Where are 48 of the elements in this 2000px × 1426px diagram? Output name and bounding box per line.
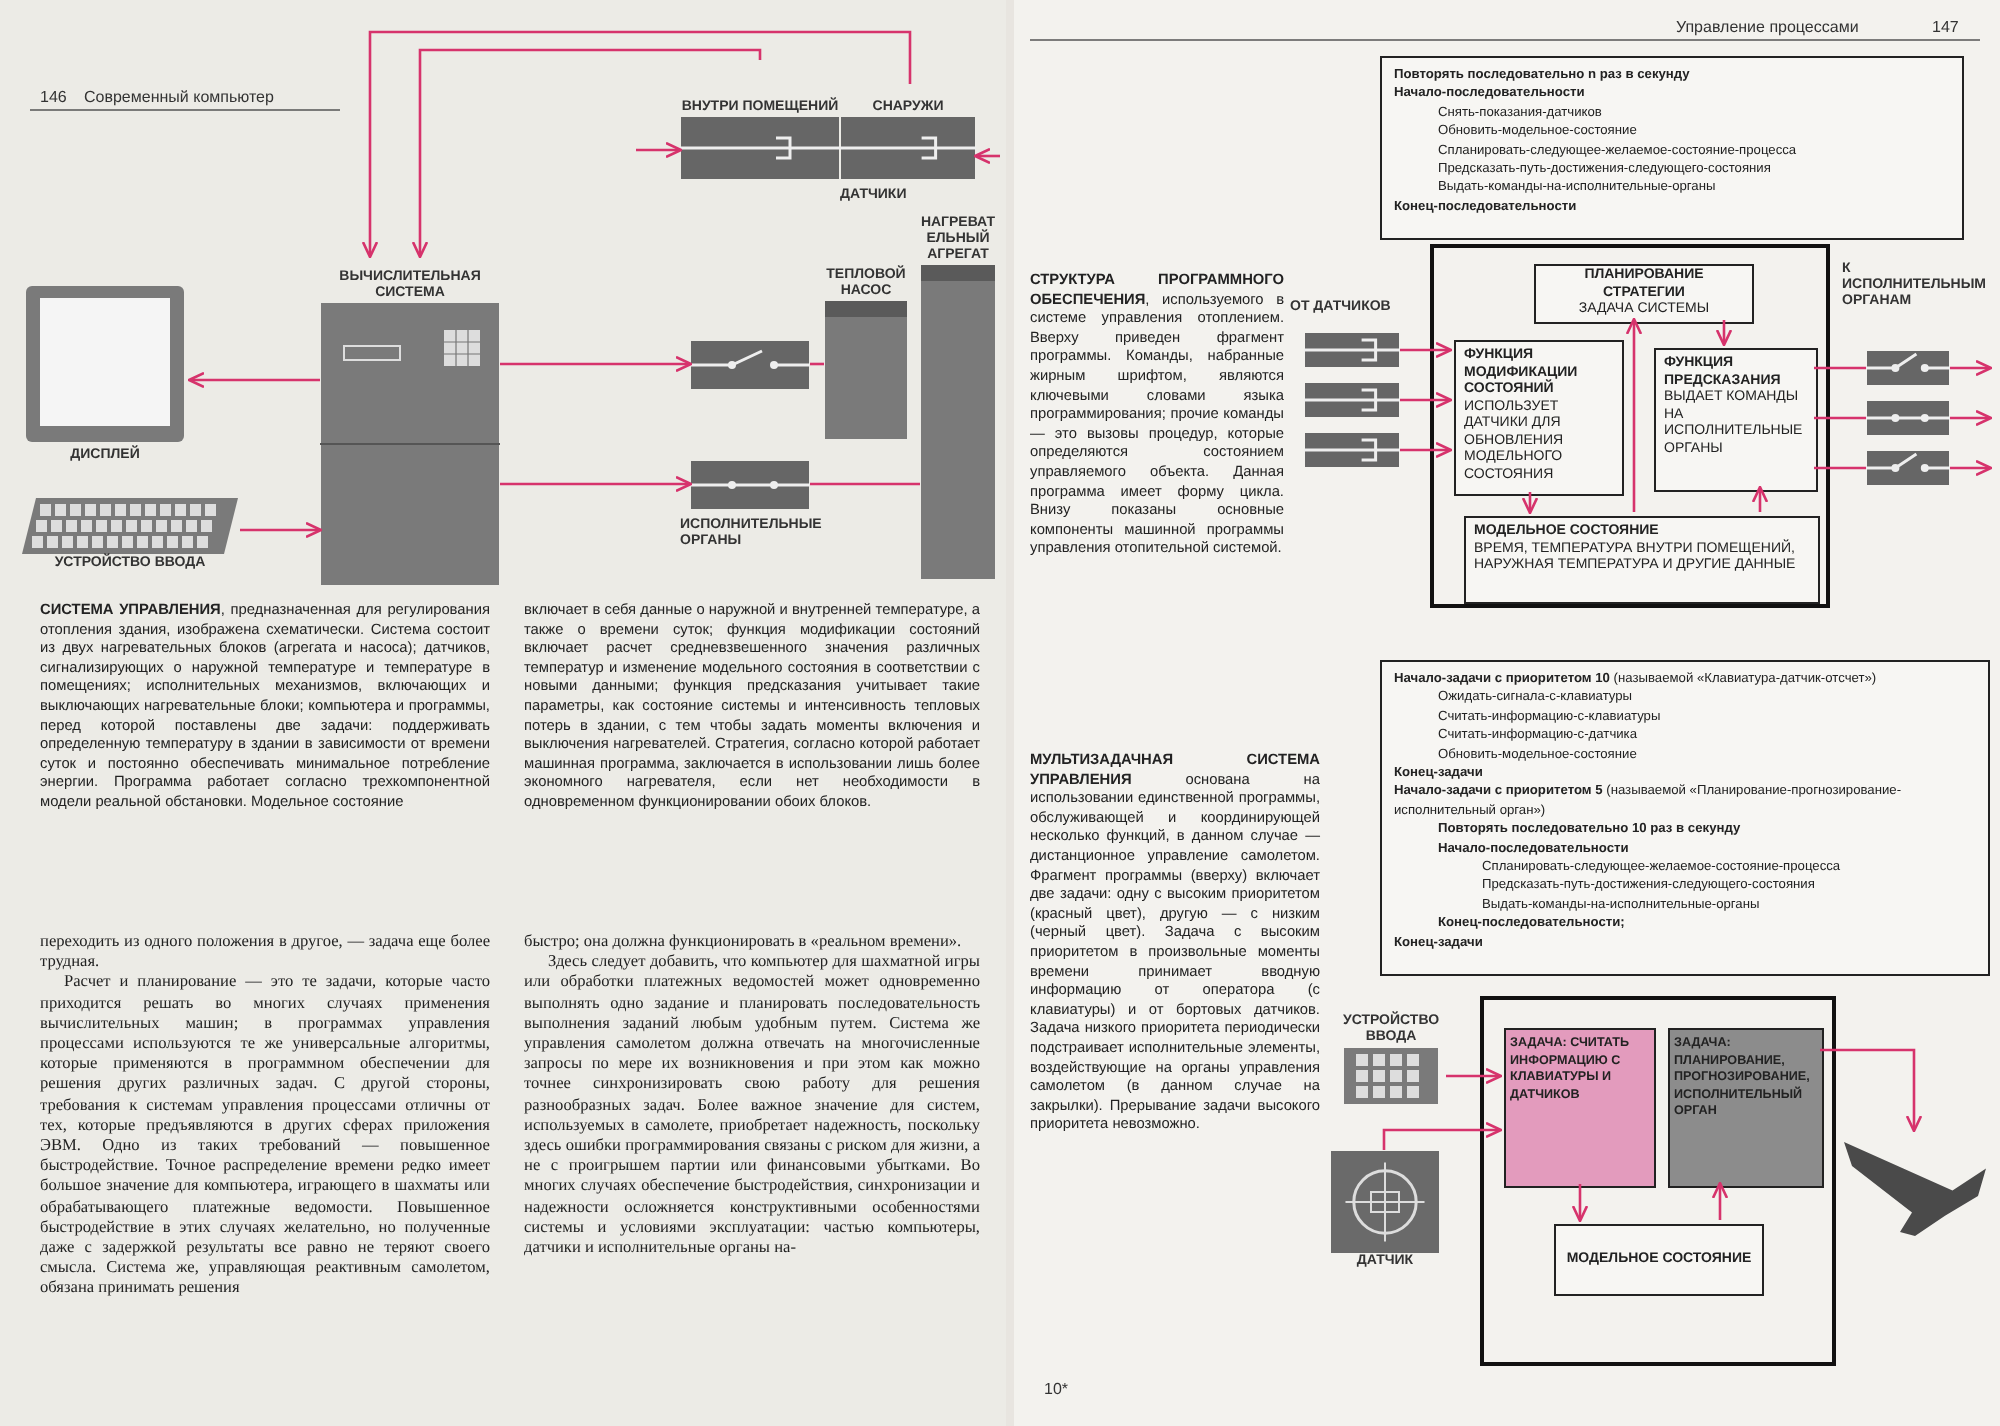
body-paragraph: переходить из одного положения в другое, — задача еще более трудная. (40, 932, 490, 973)
arrow (1751, 485, 1769, 512)
process-box (1534, 264, 1754, 324)
connector-line (1814, 466, 1866, 470)
arrow (973, 147, 1000, 165)
page-number: 147 (1932, 18, 1959, 36)
arrow (1625, 317, 1643, 512)
arrow (1382, 1121, 1503, 1150)
arrow (187, 371, 320, 389)
arrow (1715, 320, 1733, 347)
connector-line (1814, 416, 1866, 420)
arrow (500, 355, 693, 373)
code-listing-box (1380, 660, 1990, 976)
body-paragraph: Расчет и планирование — это те задачи, которые часто приходится решать во многих случаях применения вычислительных машин; в программах управления процессами используются те же универсальные алгоритмы, которые применяются в программном обеспечении для решения других различных задач. С другой стороны, требования к системам управления процессами отличны от тех, которые предъявляются в других сферах приложения ЭВМ. Одно из таких требований — повышенное быстродействие. Точное распределение времени редко имеет большое значение для компьютера, играющего в шахматы или обрабатывающего платежные ведомости. Повышенное быстродействие в этих случаях желательно, но полученные даже с задержкой результаты все равно не теряют своего смысла. Система же, управляющая реактивным самолетом, обязана принимать решения (40, 972, 490, 1300)
arrow (1711, 1181, 1729, 1220)
arrow (636, 141, 683, 159)
arrow (1400, 341, 1453, 359)
process-box (1504, 1028, 1656, 1188)
system-frame (1430, 244, 1830, 608)
arrow (361, 30, 912, 259)
body-paragraph: Здесь следует добавить, что компьютер для шахматной игры или обработки платежных ведомостей может одновременно выполнять одно задание и планировать последовательность выполнения заданий любым удобным путем. Система же управления самолетом должна отвечать на многочисленные запросы по мере их возникновения и при этом как можно точнее синхронизировать свою работу для решения разнообразных задач. Более важное значение для систем, используемых в самолете, приобретает надежность, поскольку здесь ошибки программирования связаны с риском для жизни, а не с проигрышем партии или финансовыми убытками. Во многих случаях обеспечение быстродействия, синхронизации и надежности осложняется конструктивными особенностями системы и условиями эксплуатации: частью компьютеры, датчики и исполнительные органы на- (524, 952, 980, 1259)
connector-line (1814, 366, 1866, 370)
arrow (1571, 1184, 1589, 1223)
arrow (1820, 1048, 1923, 1133)
connector-line (810, 362, 824, 366)
arrow (1400, 441, 1453, 459)
connector-line (810, 482, 920, 486)
arrow (1446, 1067, 1503, 1085)
arrow (1950, 459, 1993, 477)
signature-mark: 10* (1044, 1380, 1069, 1398)
arrow (240, 521, 323, 539)
arrow (411, 48, 762, 259)
process-box (1554, 1224, 1764, 1296)
body-paragraph: быстро; она должна функционировать в «реальном времени». (524, 932, 964, 953)
process-box (1668, 1028, 1824, 1188)
process-box (1454, 340, 1624, 496)
code-listing-box (1380, 56, 1964, 240)
running-header: Современный компьютер (84, 88, 274, 106)
arrow (1521, 492, 1539, 515)
arrow (1400, 391, 1453, 409)
arrow (500, 475, 693, 493)
system-frame (1480, 996, 1836, 1366)
running-header: Управление процессами (1676, 18, 1859, 36)
arrow (1950, 409, 1993, 427)
arrow (1950, 359, 1993, 377)
page-number: 146 (40, 88, 67, 106)
process-box (1654, 348, 1818, 492)
process-box (1464, 516, 1820, 604)
